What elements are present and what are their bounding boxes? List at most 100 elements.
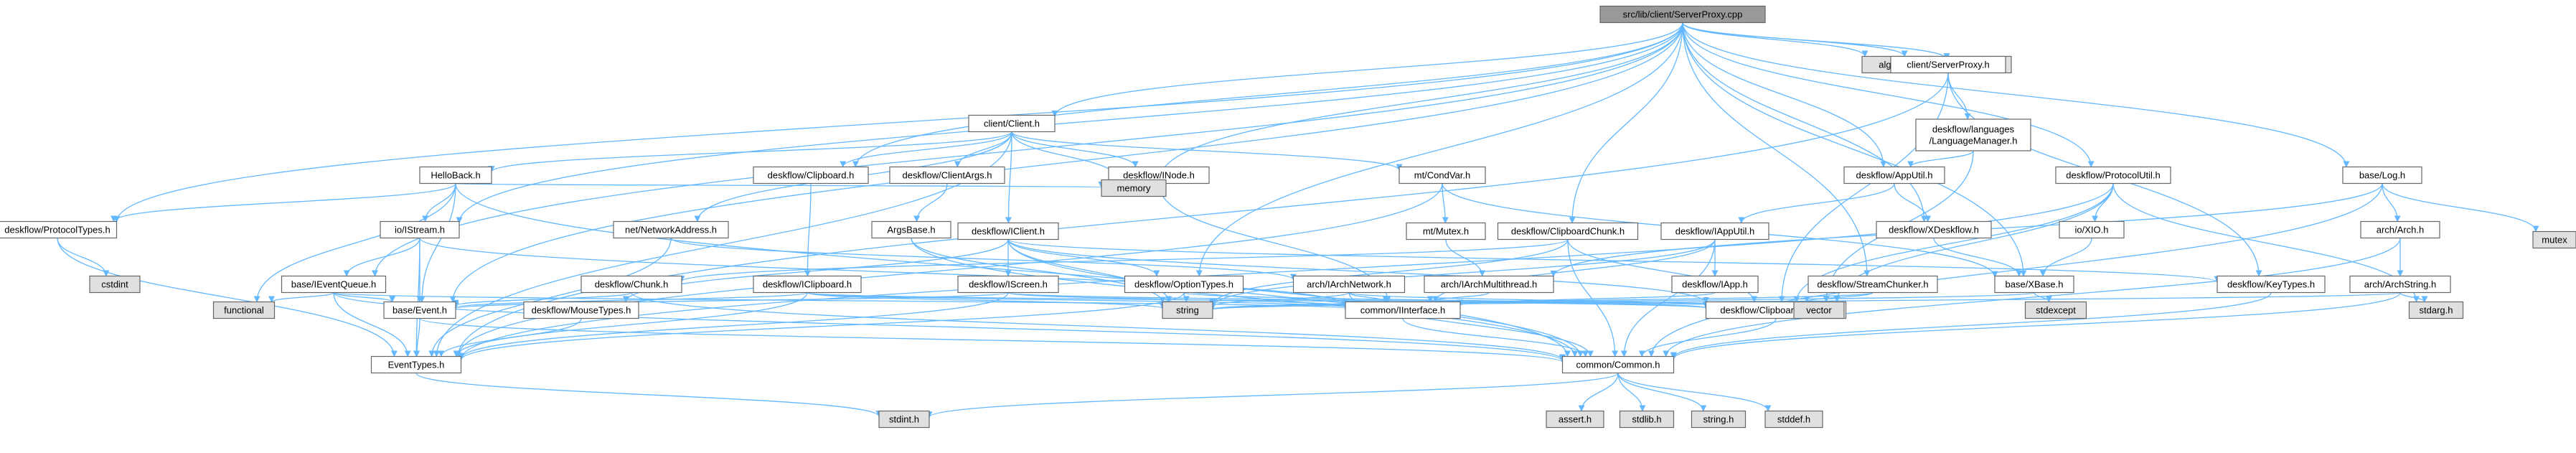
node-common[interactable]: common/Common.h: [1561, 355, 1675, 374]
node-label: memory: [1117, 183, 1151, 194]
node-root[interactable]: src/lib/client/ServerProxy.cpp: [1599, 5, 1766, 24]
node-label: cstdint: [101, 279, 128, 290]
edge-argsbase-to-common: [911, 238, 1579, 358]
edge-root-to-serverproxy-h: [1682, 22, 1908, 57]
node-label: arch/IArchMultithread.h: [1441, 279, 1537, 290]
node-box: [2408, 301, 2464, 319]
node-stddef: stddef.h: [1764, 410, 1823, 429]
node-box: [1546, 410, 1604, 429]
node-langman[interactable]: deskflow/languages/LanguageManager.h: [1915, 118, 2031, 151]
node-label: arch/Arch.h: [2377, 225, 2424, 235]
node-box: [957, 222, 1059, 240]
node-clipchunk[interactable]: deskflow/ClipboardChunk.h: [1497, 222, 1639, 240]
node-prototypes[interactable]: deskflow/ProtocolTypes.h: [0, 220, 118, 239]
edge-root-to-memory: [1156, 22, 1683, 181]
node-ieventqueue[interactable]: base/IEventQueue.h: [281, 275, 387, 294]
node-iarchmt[interactable]: arch/IArchMultithread.h: [1424, 275, 1554, 294]
edge-prototypes-to-eventtypes: [57, 238, 398, 358]
edge-root-to-xbase: [1682, 22, 2027, 277]
node-iapp[interactable]: deskflow/IApp.h: [1671, 275, 1759, 294]
node-label: src/lib/client/ServerProxy.cpp: [1623, 9, 1743, 20]
edge-xdeskflow-to-xbase: [1933, 238, 2023, 277]
node-helloback[interactable]: HelloBack.h: [419, 166, 492, 185]
node-condvar[interactable]: mt/CondVar.h: [1399, 166, 1486, 185]
node-protoutil[interactable]: deskflow/ProtocolUtil.h: [2055, 166, 2171, 185]
edge-root-to-clipboard: [852, 22, 1683, 168]
edge-root-to-istream: [456, 22, 1683, 224]
node-box: [1843, 166, 1945, 185]
edge-root-to-event: [449, 22, 1683, 303]
edge-event-to-common: [419, 317, 1566, 363]
node-chunk[interactable]: deskflow/Chunk.h: [580, 275, 682, 294]
edge-serverproxy-h-to-eventtypes: [455, 73, 1949, 358]
node-string: string: [1162, 301, 1213, 319]
node-mousetypes[interactable]: deskflow/MouseTypes.h: [523, 301, 639, 319]
node-label: deskflow/languages/LanguageManager.h: [1929, 124, 2018, 146]
edge-iapp-to-iinterface: [1457, 291, 1716, 307]
node-label: string.h: [1703, 414, 1734, 425]
node-mutex-h[interactable]: mt/Mutex.h: [1406, 222, 1486, 240]
node-box: [0, 220, 118, 239]
node-box: [1994, 275, 2074, 294]
node-optiontypes[interactable]: deskflow/OptionTypes.h: [1124, 275, 1244, 294]
node-box: [1345, 301, 1461, 319]
node-label: ArgsBase.h: [887, 225, 935, 235]
node-memory: memory: [1101, 179, 1167, 197]
edge-iclipboard-to-iinterface: [807, 291, 1348, 309]
node-box: [1890, 55, 2006, 74]
node-iclipboard[interactable]: deskflow/IClipboard.h: [753, 275, 862, 294]
node-label: deskflow/IApp.h: [1682, 279, 1748, 290]
edge-istream-to-ieventqueue: [343, 238, 420, 277]
node-client-h[interactable]: client/Client.h: [968, 114, 1056, 133]
node-xdeskflow[interactable]: deskflow/XDeskflow.h: [1876, 220, 1992, 239]
node-apputil[interactable]: deskflow/AppUtil.h: [1843, 166, 1945, 185]
node-inode[interactable]: deskflow/INode.h: [1108, 166, 1210, 185]
node-label: arch/ArchString.h: [2364, 279, 2436, 290]
node-box: [2360, 220, 2440, 239]
node-eventtypes[interactable]: EventTypes.h: [370, 355, 462, 374]
node-keytypes[interactable]: deskflow/KeyTypes.h: [2217, 275, 2326, 294]
edge-common-to-assert: [1578, 373, 1619, 412]
edge-istream-to-eventtypes: [413, 238, 420, 358]
edge-root-to-protoutil: [1682, 22, 2095, 168]
node-label: stdarg.h: [2420, 305, 2453, 316]
node-ioxio[interactable]: io/XIO.h: [2059, 220, 2125, 239]
node-istream[interactable]: io/IStream.h: [380, 220, 460, 239]
node-box: [2532, 230, 2576, 249]
edge-cliptypes-to-common: [1638, 318, 1777, 358]
node-label: base/Log.h: [2359, 170, 2405, 181]
node-label: deskflow/INode.h: [1123, 170, 1195, 181]
node-label: net/NetworkAddress.h: [625, 225, 717, 235]
edge-apputil-to-iapputil: [1738, 183, 1895, 224]
node-box: [1399, 166, 1486, 185]
node-iapputil[interactable]: deskflow/IAppUtil.h: [1660, 222, 1769, 240]
node-archstring[interactable]: arch/ArchString.h: [2349, 275, 2451, 294]
node-iinterface[interactable]: common/IInterface.h: [1345, 301, 1461, 319]
node-clientargs[interactable]: deskflow/ClientArgs.h: [889, 166, 1005, 185]
edge-common-to-stdint: [926, 372, 1619, 419]
node-label: deskflow/XDeskflow.h: [1889, 225, 1979, 235]
node-serverproxy-h[interactable]: client/ServerProxy.h: [1890, 55, 2006, 74]
node-netaddr[interactable]: net/NetworkAddress.h: [613, 220, 729, 239]
node-iarchnet[interactable]: arch/IArchNetwork.h: [1292, 275, 1406, 294]
node-box: [1793, 301, 1845, 319]
node-box: [1101, 179, 1167, 197]
node-label: deskflow/ClipboardChunk.h: [1511, 226, 1625, 237]
node-streamchunker[interactable]: deskflow/StreamChunker.h: [1808, 275, 1938, 294]
node-xbase[interactable]: base/XBase.h: [1994, 275, 2074, 294]
node-box: [1497, 222, 1639, 240]
node-box: [957, 275, 1059, 294]
node-archarch[interactable]: arch/Arch.h: [2360, 220, 2440, 239]
node-iclient[interactable]: deskflow/IClient.h: [957, 222, 1059, 240]
edge-iapputil-to-string: [1209, 239, 1716, 307]
node-argsbase[interactable]: ArgsBase.h: [871, 220, 951, 239]
node-iscreen[interactable]: deskflow/IScreen.h: [957, 275, 1059, 294]
edge-xbase-to-string: [1210, 291, 2035, 310]
node-log[interactable]: base/Log.h: [2342, 166, 2422, 185]
node-clipboard[interactable]: deskflow/Clipboard.h: [753, 166, 869, 185]
edge-client-h-to-condvar: [1011, 131, 1403, 171]
node-box: [968, 114, 1056, 133]
edge-client-h-to-helloback: [488, 131, 1012, 173]
edge-iclipboard-to-event: [452, 291, 808, 309]
node-event[interactable]: base/Event.h: [383, 301, 456, 319]
